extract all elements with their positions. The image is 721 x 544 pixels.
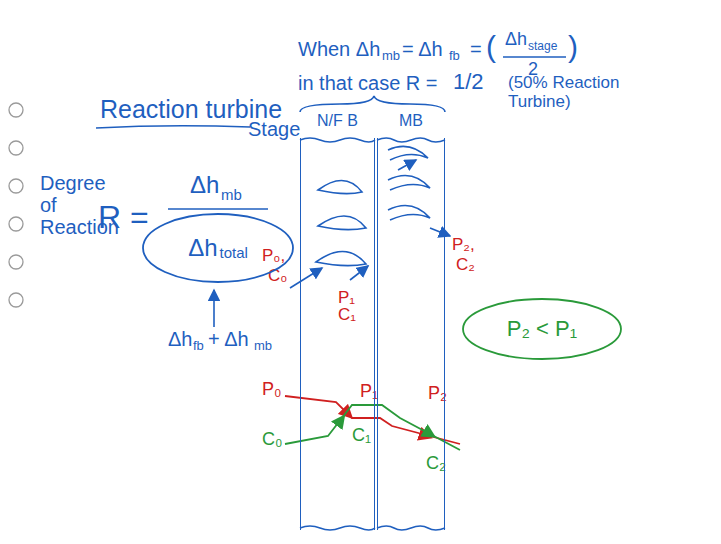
subscript: mb [254, 339, 272, 353]
sidebar-icons [9, 103, 23, 307]
arrowhead [425, 431, 430, 434]
underline [96, 126, 250, 128]
symbol: + Δh [208, 328, 249, 350]
subscript: mb [382, 49, 400, 63]
state-label: P₀, [262, 247, 285, 266]
velocity-line [285, 405, 460, 450]
circle-content: P₂ < P₁ [462, 317, 622, 341]
blade-row: N/F B [300, 112, 375, 530]
pressure-label: P₁ [360, 382, 378, 402]
fraction-bar [168, 208, 268, 210]
wavy-edge [300, 138, 375, 142]
subscript: fb [193, 339, 204, 353]
circle-content: Δhtotal [142, 235, 294, 261]
circle-outline [142, 213, 294, 283]
state-label: C₀ [268, 267, 287, 286]
bracket: ) [568, 30, 578, 63]
wavy-edge [377, 138, 445, 142]
symbol: = Δh [402, 38, 443, 60]
fraction-bar [503, 56, 566, 58]
circled-term: P₂ < P₁ [462, 298, 622, 360]
symbol: = [470, 38, 482, 60]
pointer-arrow [213, 290, 215, 327]
note: (50% Reaction Turbine) [508, 74, 633, 111]
state-label: C₂ [456, 256, 475, 275]
flow-arrow [430, 228, 450, 236]
velocity-label: C₁ [352, 426, 371, 446]
blade [318, 180, 362, 193]
symbol: Δh [505, 30, 527, 50]
velocity-label: C₂ [426, 454, 446, 474]
column-outline [300, 138, 375, 530]
stage-label: Stage [248, 118, 300, 140]
wavy-edge [377, 526, 445, 530]
blade [388, 176, 430, 191]
blade [316, 251, 366, 265]
subscript: fb [449, 49, 460, 63]
circled-term: Δhtotal [142, 213, 294, 283]
velocity-label: C₀ [262, 430, 282, 450]
flow-arrow [350, 266, 368, 280]
subscript: total [220, 245, 248, 262]
state-label: P₁ [338, 289, 355, 308]
state-label: P₂, [452, 236, 475, 255]
symbol: Δh [190, 172, 219, 198]
stage-brace [300, 96, 445, 112]
subscript: stage [528, 40, 557, 53]
circled-text: Δh [188, 235, 217, 261]
equation-text: R = [98, 200, 149, 235]
symbol: Δh [168, 328, 192, 350]
column-outline [377, 138, 445, 530]
subscript: mb [221, 187, 242, 204]
column-heading: MB [377, 112, 445, 130]
fraction-value: 1/2 [453, 70, 484, 94]
pressure-label: P₀ [262, 380, 281, 400]
blade-row: MB [377, 112, 445, 530]
flow-arrow [290, 268, 322, 288]
blade [318, 216, 366, 230]
flow-arrow [398, 160, 416, 170]
circled-text: P₂ < P₁ [507, 317, 577, 341]
arrowhead [338, 420, 341, 424]
bracket: ( [486, 30, 496, 63]
arrowhead [420, 434, 426, 436]
blade [388, 146, 428, 160]
state-label: C₁ [338, 306, 356, 325]
condition-text: When Δh [298, 38, 380, 60]
wavy-edge [300, 526, 375, 530]
column-heading: N/F B [300, 112, 375, 130]
condition-text: in that case R = [298, 72, 438, 94]
blade [388, 206, 430, 221]
